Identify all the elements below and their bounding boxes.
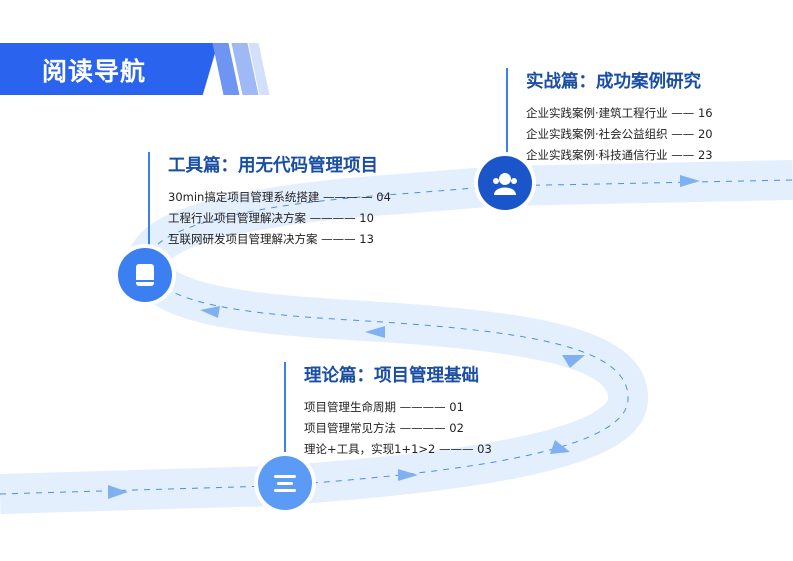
toc-item[interactable]: 项目管理常见方法 ———— 02 [304, 421, 464, 435]
section-practice: 实战篇：成功案例研究 企业实践案例·建筑工程行业 —— 16 企业实践案例·社会… [506, 68, 713, 162]
toc-item[interactable]: 30min搞定项目管理系统搭建 ——— — 04 [168, 190, 391, 204]
page-title: 阅读导航 [42, 57, 147, 86]
users-icon [478, 156, 532, 210]
toc-item[interactable]: 项目管理生命周期 ———— 01 [304, 400, 464, 414]
section-theory: 理论篇：项目管理基础 项目管理生命周期 ———— 01 项目管理常见方法 ———… [284, 362, 492, 458]
toc-item[interactable]: 企业实践案例·建筑工程行业 —— 16 [526, 106, 713, 120]
toc-item[interactable]: 工程行业项目管理解决方案 ———— 10 [168, 211, 374, 225]
header-banner: 阅读导航 [0, 43, 218, 95]
toc-item[interactable]: 企业实践案例·科技通信行业 —— 23 [526, 148, 713, 162]
section-title: 实战篇：成功案例研究 [526, 72, 701, 92]
direction-arrows [108, 175, 700, 499]
toc-item[interactable]: 企业实践案例·社会公益组织 —— 20 [526, 127, 713, 141]
menu-icon [258, 456, 312, 510]
section-title: 工具篇：用无代码管理项目 [168, 156, 378, 176]
toc-item[interactable]: 理论+工具，实现1+1>2 ——— 03 [304, 442, 492, 456]
section-tools: 工具篇：用无代码管理项目 30min搞定项目管理系统搭建 ——— — 04 工程… [148, 152, 391, 254]
section-title: 理论篇：项目管理基础 [304, 366, 479, 386]
toc-item[interactable]: 互联网研发项目管理解决方案 ——— 13 [168, 232, 374, 246]
book-icon [118, 248, 172, 302]
